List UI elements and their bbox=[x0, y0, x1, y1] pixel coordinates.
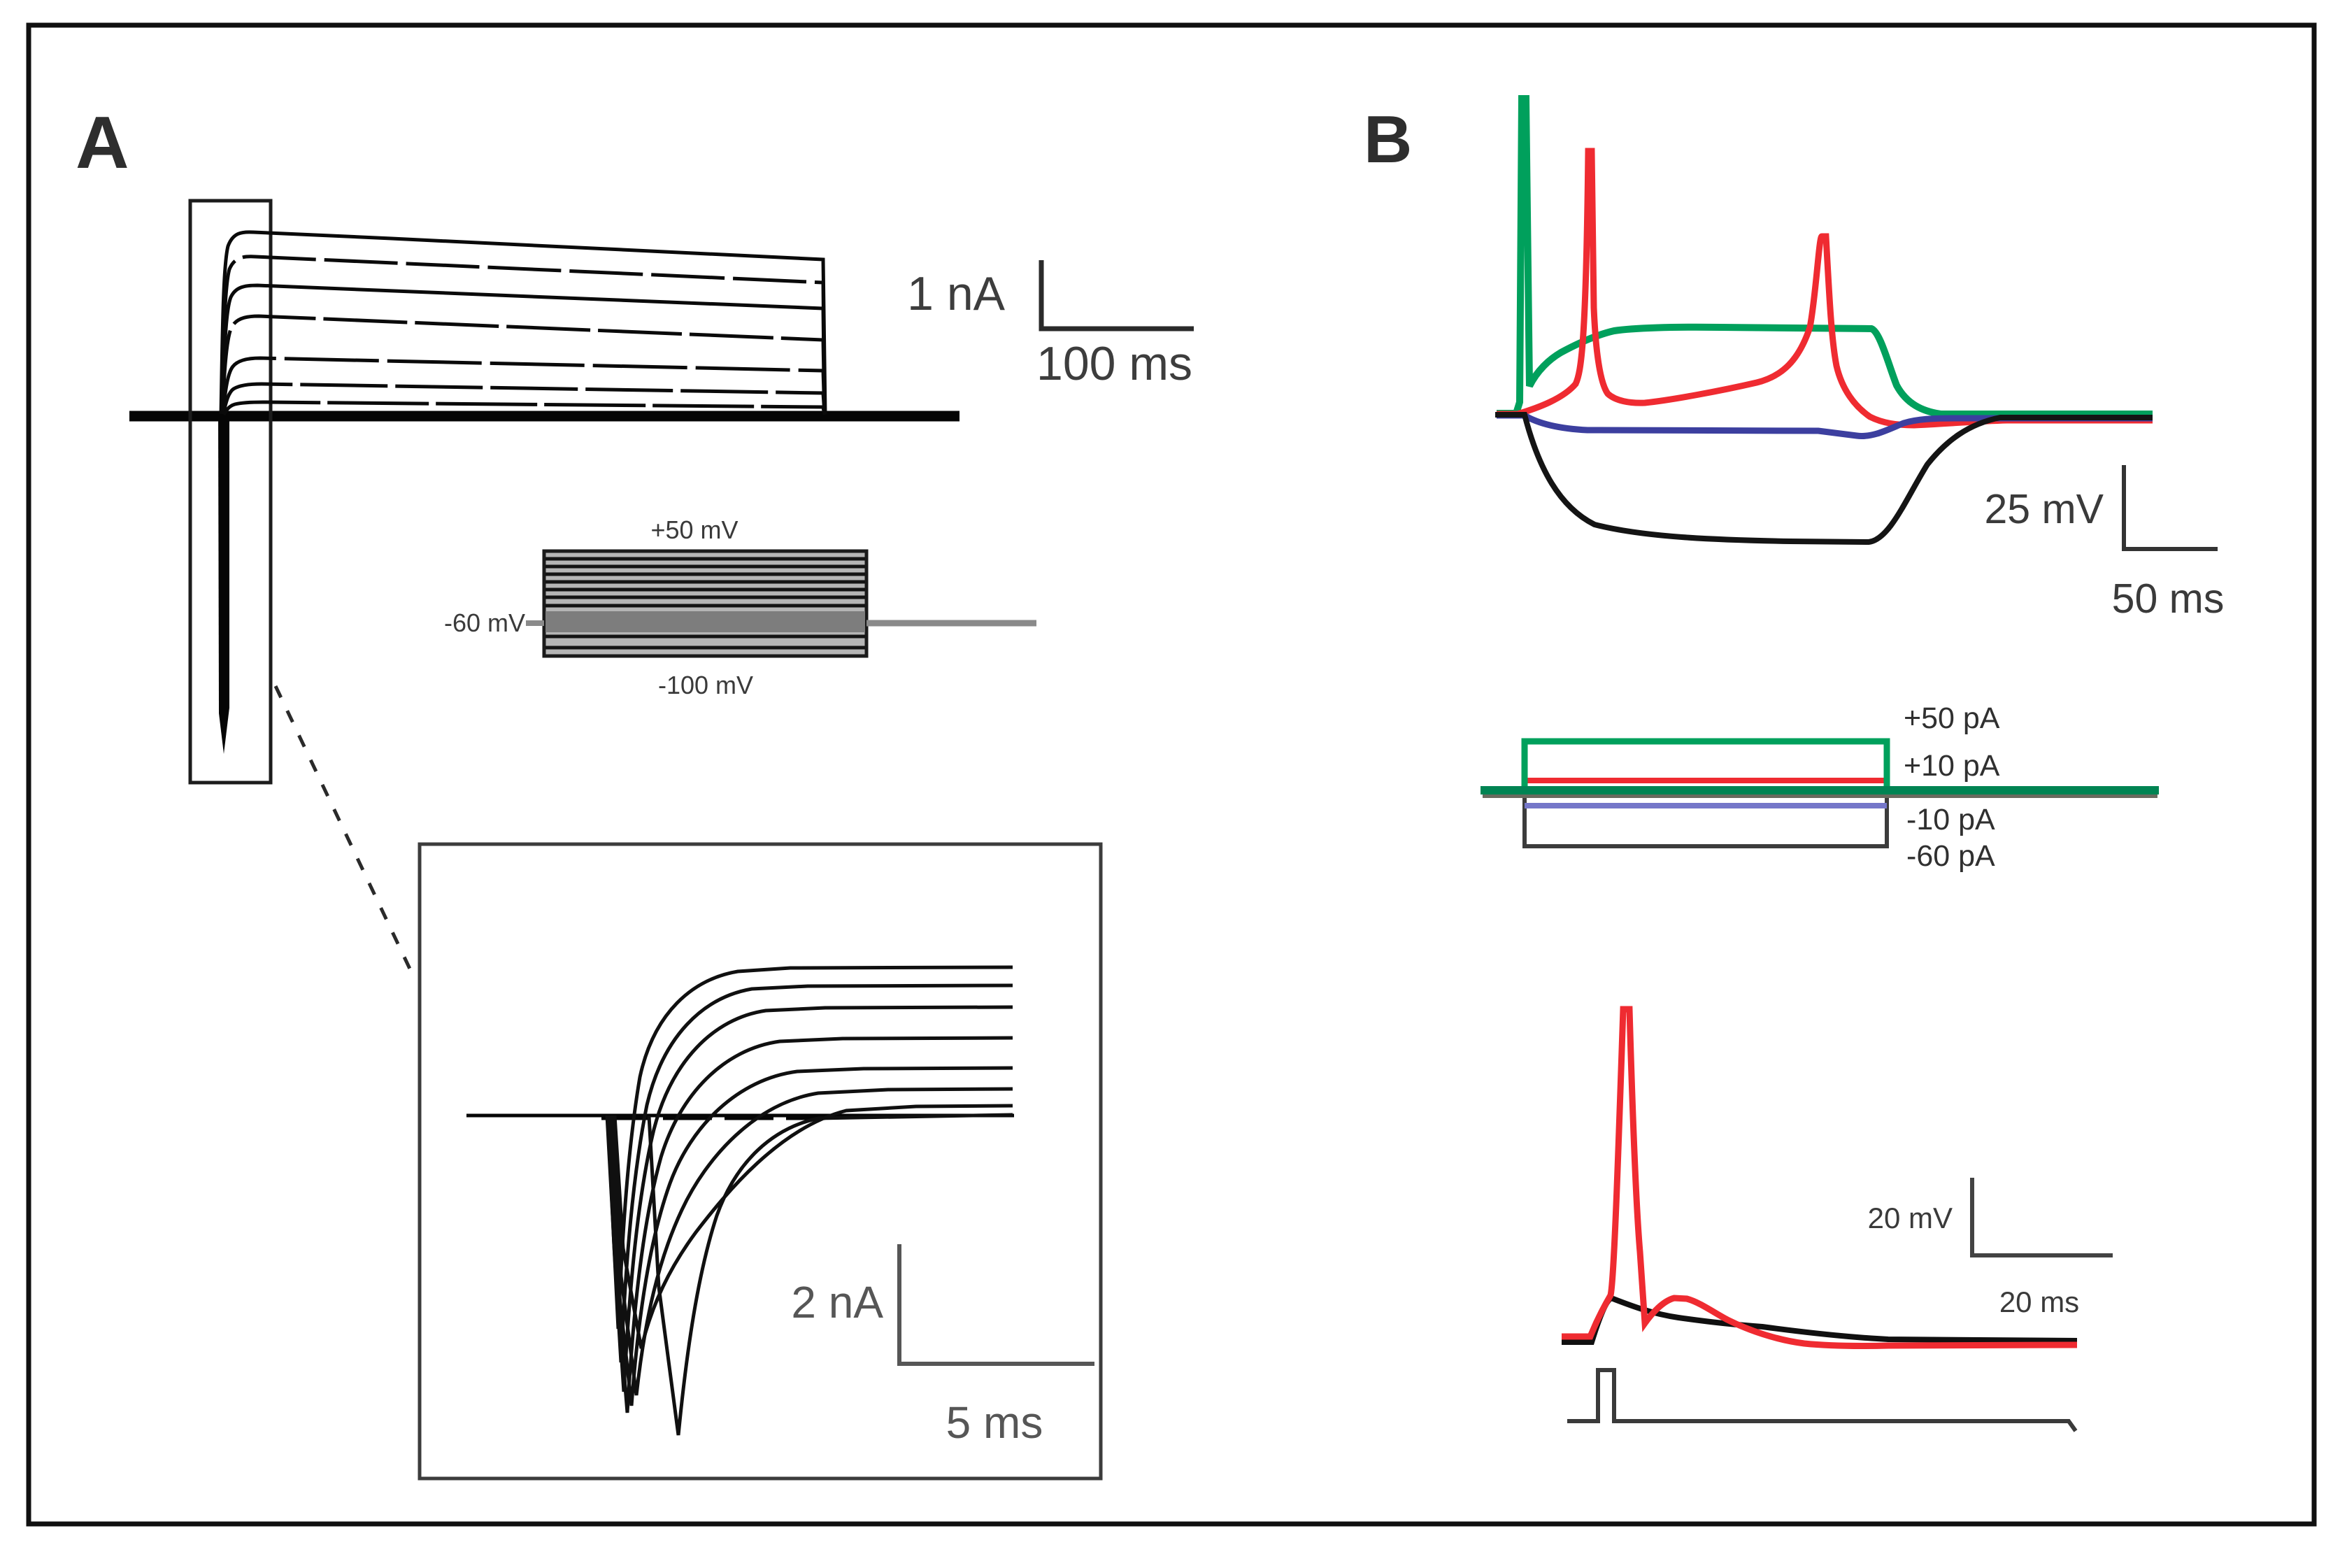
svg-text:-60 mV: -60 mV bbox=[444, 608, 525, 637]
svg-text:20 ms: 20 ms bbox=[1999, 1285, 2079, 1318]
svg-text:A: A bbox=[76, 101, 129, 184]
svg-text:20 mV: 20 mV bbox=[1868, 1202, 1953, 1234]
svg-text:5 ms: 5 ms bbox=[946, 1397, 1043, 1448]
svg-text:+50 pA: +50 pA bbox=[1904, 701, 2000, 735]
svg-text:+10 pA: +10 pA bbox=[1904, 749, 2000, 783]
svg-text:100 ms: 100 ms bbox=[1036, 337, 1192, 390]
svg-text:25 mV: 25 mV bbox=[1984, 486, 2104, 532]
svg-text:-60 pA: -60 pA bbox=[1906, 839, 1995, 873]
svg-text:1 nA: 1 nA bbox=[907, 267, 1006, 320]
svg-text:2 nA: 2 nA bbox=[791, 1277, 883, 1327]
svg-text:50 ms: 50 ms bbox=[2112, 576, 2225, 622]
svg-text:B: B bbox=[1364, 102, 1412, 177]
svg-text:-100 mV: -100 mV bbox=[658, 671, 753, 699]
svg-text:+50 mV: +50 mV bbox=[650, 515, 738, 544]
svg-text:-10 pA: -10 pA bbox=[1906, 803, 1995, 836]
